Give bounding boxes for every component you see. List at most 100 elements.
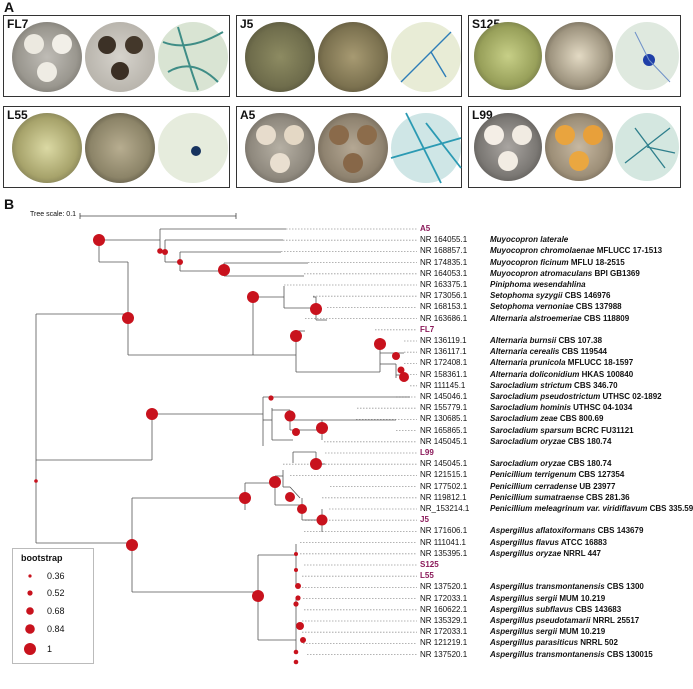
accession-number: NR 163686.1 <box>420 313 468 323</box>
bootstrap-node <box>399 372 409 382</box>
accession-number: NR 145045.1 <box>420 436 468 446</box>
tree-scale-label: Tree scale: 0.1 <box>30 211 77 218</box>
strain-id: UTHSC 02-1892 <box>600 392 662 401</box>
panel-a-isolate-j5: J5 <box>236 15 462 97</box>
culture-plate-image <box>474 113 542 181</box>
micrograph-image <box>615 22 679 90</box>
bootstrap-node <box>294 568 298 572</box>
strain-id: CBS 107.38 <box>556 336 603 345</box>
species-name: Alternaria alstroemeriae <box>490 313 582 323</box>
panel-a-letter: A <box>4 0 15 15</box>
legend-dot-0.68 <box>26 607 34 615</box>
sample-tip-label: J5 <box>420 515 429 525</box>
accession-number: NR 164055.1 <box>420 235 468 245</box>
sample-tip-label: FL7 <box>420 325 434 335</box>
bootstrap-node <box>218 264 230 276</box>
species-name: Muyocopron lateralе <box>490 235 569 245</box>
bootstrap-node <box>177 259 183 265</box>
legend-value: 1 <box>47 644 53 654</box>
sample-name: A5 <box>420 224 431 233</box>
strain-id: CBS 143683 <box>573 604 622 614</box>
isolate-label: L55 <box>7 108 28 122</box>
bootstrap-node <box>295 583 301 589</box>
strain-id: BCRC FU31121 <box>573 425 634 435</box>
accession-number: NR 145045.1 <box>420 459 468 469</box>
strain-id: UB 23977 <box>577 481 616 491</box>
accession-number: NR 168153.1 <box>420 302 468 312</box>
tree-branch <box>289 486 301 499</box>
legend-dot-1 <box>24 643 36 655</box>
bootstrap-node <box>295 595 301 601</box>
culture-plate-reverse-image <box>545 113 613 181</box>
accession-number: NR 163375.1 <box>420 280 468 289</box>
bootstrap-node <box>300 637 306 643</box>
accession-number: NR 136119.1 <box>420 336 467 345</box>
strain-id: CBS 281.36 <box>583 492 630 502</box>
bootstrap-node <box>247 291 259 303</box>
legend-value: 0.84 <box>47 624 65 634</box>
species-name: Sarocladium sparsum <box>490 425 574 435</box>
accession-number: NR 135329.1 <box>420 616 468 625</box>
culture-plate-image <box>474 22 542 90</box>
species-name: Muyocopron ficinum <box>490 257 569 267</box>
legend-dot-0.36 <box>28 574 32 578</box>
panel-a-isolate-fl7: FL7 <box>3 15 230 97</box>
accession-number: NR 155779.1 <box>420 403 468 413</box>
isolate-label: J5 <box>240 17 254 31</box>
strain-id: NRRL 447 <box>561 548 602 558</box>
species-name: Aspergillus pseudotamarii <box>490 616 591 625</box>
bootstrap-node <box>268 395 274 401</box>
bootstrap-node <box>316 422 328 434</box>
strain-id: CBS 130015 <box>604 649 653 659</box>
species-name: Aspergillus aflatoxiformans <box>490 526 596 536</box>
panel-a-isolate-a5: A5 <box>236 106 462 188</box>
panel-b-letter: B <box>4 196 15 212</box>
bootstrap-node <box>296 622 304 630</box>
legend-dot-0.84 <box>25 624 35 634</box>
sample-name: S125 <box>420 560 439 569</box>
strain-id: CBS 137988 <box>573 302 622 312</box>
sample-tip-label: S125 <box>420 560 439 570</box>
micrograph-image <box>158 22 228 92</box>
sample-name: L55 <box>420 571 434 581</box>
bootstrap-node <box>269 476 281 488</box>
species-name: Setophoma vernoniae <box>490 302 574 312</box>
species-name: Aspergillus subflavus <box>490 604 574 614</box>
culture-plate-image <box>12 22 82 92</box>
bootstrap-node <box>310 458 322 470</box>
accession-number: NR 137520.1 <box>420 582 468 592</box>
culture-plate-reverse-image <box>85 22 155 92</box>
accession-number: NR 168857.1 <box>420 246 468 256</box>
bootstrap-node <box>316 514 328 526</box>
culture-plate-image <box>12 113 82 183</box>
bootstrap-node <box>146 408 158 420</box>
species-name: Aspergillus flavus <box>490 537 559 547</box>
bootstrap-node <box>157 248 163 254</box>
sample-tip-label: L99 <box>420 448 434 458</box>
reference-tip-label: NR 168153.1 Setophoma vernoniae CBS 13798… <box>420 302 622 312</box>
accession-number: NR 173056.1 <box>420 291 468 301</box>
bootstrap-node <box>293 659 299 665</box>
species-name: Alternaria cerealis <box>490 347 560 357</box>
species-name: Penicillium meleagrinum var. viridiflavu… <box>490 504 648 513</box>
reference-tip-label: NR 164055.1 Muyocopron lateralе <box>420 235 568 245</box>
bootstrap-node <box>292 428 300 436</box>
micrograph-image <box>158 113 228 183</box>
strain-id: MUM 10.219 <box>557 593 606 603</box>
bootstrap-node <box>162 249 168 255</box>
species-name: Penicillium terrigenum <box>490 470 577 480</box>
